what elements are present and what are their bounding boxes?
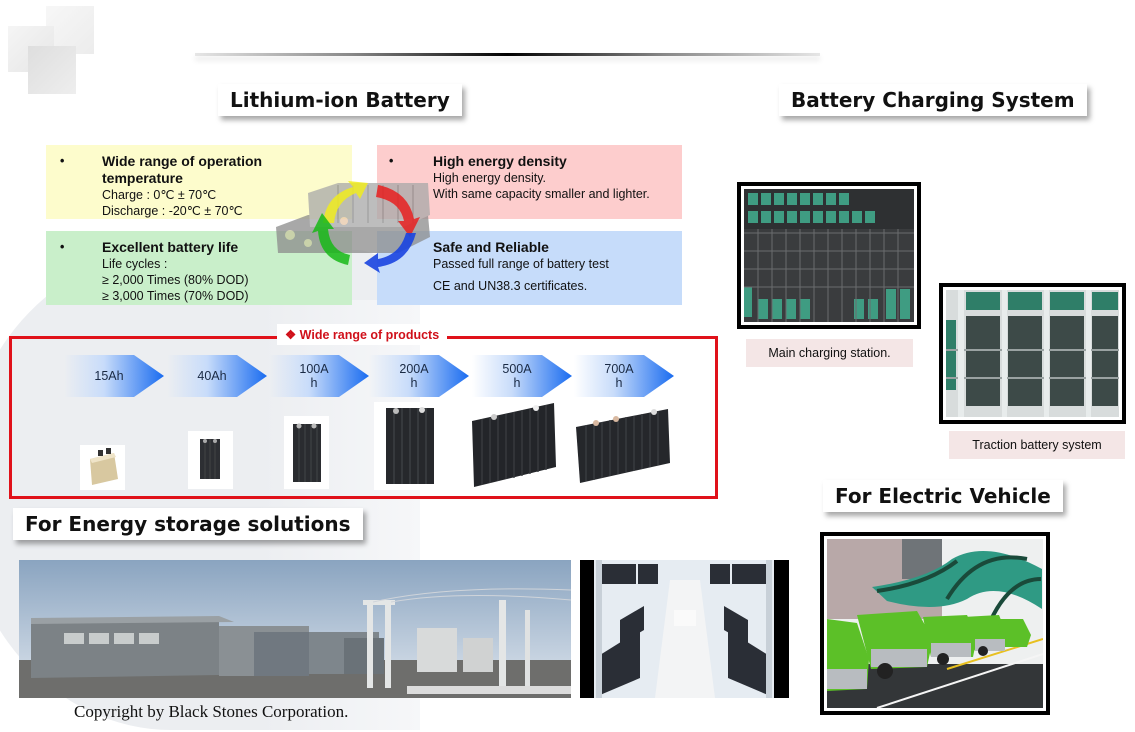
cell-image-700ah [574, 405, 674, 485]
red-arrow [376, 185, 420, 237]
feature-title: Safe and Reliable [433, 239, 549, 255]
top-divider [195, 53, 820, 56]
feature-safe-reliable: Safe and Reliable Passed full range of b… [377, 231, 682, 305]
corner-decoration [8, 6, 98, 96]
section-title-lithium: Lithium-ion Battery [218, 84, 462, 116]
feature-line: High energy density. [433, 171, 547, 185]
cell-image-15ah [80, 445, 125, 490]
feature-title: High energy density [433, 153, 567, 169]
feature-line: ≥ 3,000 Times (70% DOD) [102, 289, 249, 303]
battery-room-photo [580, 560, 789, 698]
blue-arrow [364, 233, 416, 273]
feature-line: Life cycles : [102, 257, 168, 271]
section-title-charging: Battery Charging System [779, 84, 1087, 116]
feature-line: CE and UN38.3 certificates. [433, 279, 588, 293]
traction-battery-photo [939, 283, 1126, 424]
feature-line: Discharge : -20℃ ± 70℃ [102, 204, 243, 218]
products-label: ❖ Wide range of products [277, 324, 448, 345]
bullet: • [389, 154, 394, 168]
cell-image-100ah [284, 416, 329, 489]
section-title-electric-vehicle: For Electric Vehicle [823, 480, 1063, 512]
cell-image-500ah [470, 401, 560, 489]
feature-line: Passed full range of battery test [433, 257, 609, 271]
electric-vehicle-photo [820, 532, 1050, 715]
section-title-energy-storage: For Energy storage solutions [13, 508, 363, 540]
main-charging-station-photo [737, 182, 921, 329]
feature-line: ≥ 2,000 Times (80% DOD) [102, 273, 249, 287]
yellow-arrow [323, 181, 368, 223]
feature-title: Excellent battery life [102, 239, 239, 255]
feature-title: Wide range of operation temperature [102, 153, 263, 186]
capacity-arrow-40ah: 40Ah [167, 355, 267, 397]
capacity-arrow-15ah: 15Ah [64, 355, 164, 397]
cell-image-200ah [374, 402, 447, 490]
energy-storage-site-photo [19, 560, 571, 698]
feature-line: With same capacity smaller and lighter. [433, 187, 650, 201]
feature-line: Charge : 0℃ ± 70℃ [102, 188, 217, 202]
caption-traction-battery: Traction battery system [949, 431, 1125, 459]
green-arrow [312, 213, 350, 265]
copyright-text: Copyright by Black Stones Corporation. [74, 702, 349, 721]
cell-image-40ah [188, 431, 233, 489]
bullet: • [60, 154, 65, 168]
battery-cycle-graphic [276, 181, 430, 273]
feature-temperature: • Wide range of operation temperature Ch… [46, 145, 352, 219]
caption-main-charging-station: Main charging station. [746, 339, 913, 367]
bullet: • [60, 240, 65, 254]
